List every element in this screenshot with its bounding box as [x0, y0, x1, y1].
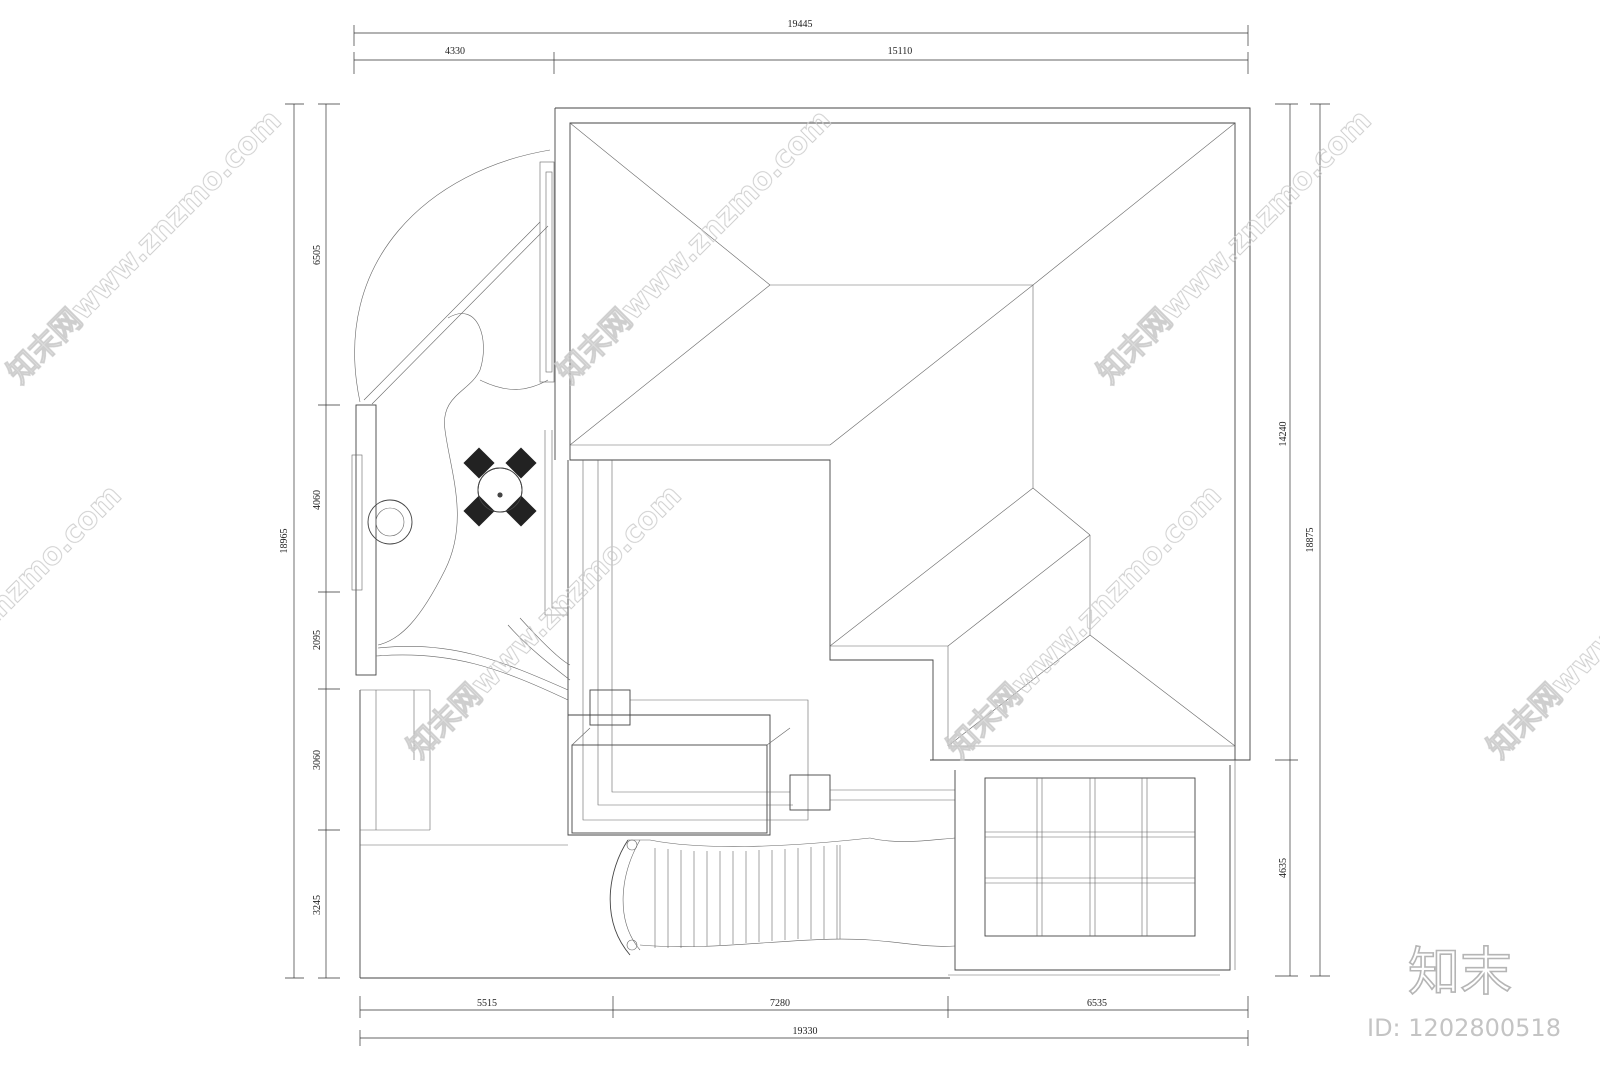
dim-left-seg-5: 3245 — [312, 895, 323, 915]
watermark-stamp: 知末网www.znzmo.com — [551, 103, 839, 391]
skylight-block — [948, 760, 1236, 976]
dimension-lines — [285, 25, 1330, 1046]
dim-left-seg-3: 2095 — [312, 630, 323, 650]
watermark-stamp: 知末网www.znzmo.com — [1481, 478, 1600, 766]
dim-left-seg-1: 6505 — [312, 245, 323, 265]
dim-right-seg-2: 4635 — [1278, 858, 1289, 878]
watermark-stamps: 知末网www.znzmo.com 知末网www.znzmo.com 知末网www… — [0, 102, 1600, 766]
watermark-stamp: 知末网www.znzmo.com — [941, 478, 1229, 766]
dim-top-left: 4330 — [445, 46, 465, 57]
dim-bottom-right: 6535 — [1087, 998, 1107, 1009]
image-id-label: ID: 1202800518 — [1367, 1014, 1561, 1042]
watermark-stamp: 知末网www.znzmo.com — [1, 103, 289, 391]
dim-bottom-mid: 7280 — [770, 998, 790, 1009]
curved-staircase — [609, 837, 956, 956]
dim-bottom-left: 5515 — [477, 998, 497, 1009]
dim-left-total: 18965 — [279, 529, 290, 554]
patio-table-set — [463, 447, 537, 527]
dim-top-right: 15110 — [888, 46, 913, 57]
brand-logo: 知末 — [1408, 943, 1512, 1003]
dim-right-seg-1: 14240 — [1278, 422, 1289, 447]
stair-roof — [567, 460, 955, 836]
main-roof — [554, 107, 1251, 761]
dim-left-seg-2: 4060 — [312, 490, 323, 510]
dim-top-total: 19445 — [788, 19, 813, 30]
garden-terrace — [351, 149, 950, 979]
dim-bottom-total: 19330 — [793, 1026, 818, 1037]
dim-right-total: 18875 — [1305, 528, 1316, 553]
watermark-stamp: 知末网www.znzmo.com — [0, 478, 129, 766]
dim-left-seg-4: 3060 — [312, 750, 323, 770]
